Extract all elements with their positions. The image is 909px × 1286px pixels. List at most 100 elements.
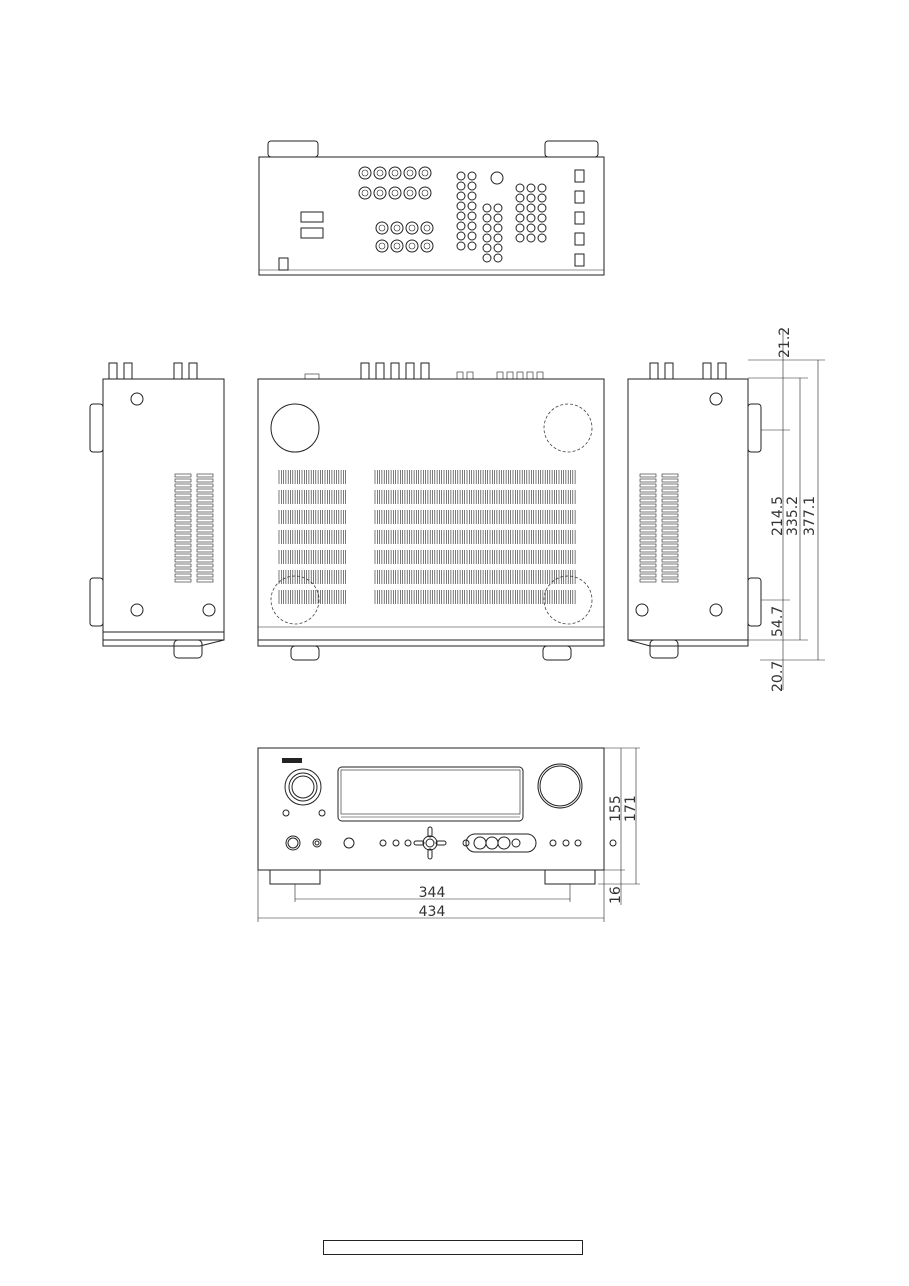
- rca-jack: [405, 221, 419, 235]
- vent-slot: [639, 533, 657, 538]
- rca-jack: [467, 231, 477, 241]
- vent-slot: [174, 573, 192, 578]
- rca-jack: [482, 243, 492, 253]
- dim-377-1: 377.1: [802, 496, 818, 536]
- rca-jack: [403, 166, 417, 180]
- vent-slot: [174, 493, 192, 498]
- rca-jack: [493, 213, 503, 223]
- vent-slot: [661, 543, 679, 548]
- vent-slot: [661, 473, 679, 478]
- vent-slot: [174, 533, 192, 538]
- dim-20-7: 20.7: [770, 661, 786, 692]
- vent-slot: [196, 548, 214, 553]
- vent-slot: [661, 488, 679, 493]
- front-dimensions: 344 434 155 171 16: [257, 747, 640, 922]
- rca-jack: [388, 166, 402, 180]
- speaker-terminal: [300, 211, 324, 223]
- vent-slot: [174, 543, 192, 548]
- rca-jack: [418, 166, 432, 180]
- vent-slot: [196, 578, 214, 583]
- vent-slot: [661, 533, 679, 538]
- volume-knob: [537, 763, 583, 809]
- vent-slot: [639, 558, 657, 563]
- vent-slot: [661, 558, 679, 563]
- vent-slot: [196, 543, 214, 548]
- vent-slot: [174, 518, 192, 523]
- foot: [269, 869, 321, 885]
- vent-slot: [661, 553, 679, 558]
- vent-slot: [639, 553, 657, 558]
- footer-box: [323, 1240, 583, 1255]
- dim-171: 171: [623, 795, 639, 822]
- front-button: [379, 839, 387, 847]
- brand-logo: [282, 758, 302, 763]
- vent-slot: [639, 498, 657, 503]
- rca-jack: [456, 181, 466, 191]
- vent-slot: [661, 538, 679, 543]
- vent-slot: [174, 498, 192, 503]
- rca-jack: [537, 203, 547, 213]
- vent-slot: [639, 493, 657, 498]
- rca-jack: [482, 233, 492, 243]
- rca-jack: [405, 239, 419, 253]
- vent-slot: [196, 563, 214, 568]
- front-button: [562, 839, 570, 847]
- rca-jack: [388, 186, 402, 200]
- foot: [544, 869, 596, 885]
- vent-slot: [174, 508, 192, 513]
- vent-slot: [196, 498, 214, 503]
- vent-slot: [639, 523, 657, 528]
- vent-slot: [174, 513, 192, 518]
- rca-jack: [515, 223, 525, 233]
- rca-jack: [456, 171, 466, 181]
- speaker-terminal: [300, 227, 324, 239]
- front-panel: [257, 747, 605, 871]
- rca-jack: [526, 193, 536, 203]
- rca-jack: [537, 193, 547, 203]
- dim-214-5: 214.5: [770, 496, 786, 536]
- left-side-view: [89, 362, 225, 659]
- rca-jack: [373, 186, 387, 200]
- vent-slot: [196, 503, 214, 508]
- vent-slot: [639, 538, 657, 543]
- vent-slot: [639, 563, 657, 568]
- dim-434: 434: [419, 904, 446, 920]
- vent-slot: [196, 538, 214, 543]
- vent-slot: [661, 523, 679, 528]
- front-button: [392, 839, 400, 847]
- display-window: [337, 766, 524, 822]
- rca-jack: [515, 213, 525, 223]
- vent-slot: [174, 483, 192, 488]
- hdmi-port: [574, 253, 585, 267]
- front-view: [257, 747, 617, 885]
- vent-slot: [196, 483, 214, 488]
- rear-foot: [267, 140, 319, 158]
- rca-jack: [375, 221, 389, 235]
- hdmi-port: [574, 190, 585, 204]
- vent-slot: [196, 568, 214, 573]
- rca-jack: [467, 201, 477, 211]
- input-selector-knob: [284, 768, 322, 806]
- vent-slot: [174, 488, 192, 493]
- hdmi-port: [574, 232, 585, 246]
- rca-jack: [456, 201, 466, 211]
- rear-foot: [544, 140, 599, 158]
- vent-slot: [174, 523, 192, 528]
- rca-jack: [526, 213, 536, 223]
- vent-slot: [661, 493, 679, 498]
- rca-jack: [515, 183, 525, 193]
- top-view: [257, 362, 605, 661]
- vent-slot: [639, 528, 657, 533]
- vent-slot: [196, 518, 214, 523]
- rca-jack: [493, 243, 503, 253]
- side-panel: [102, 378, 225, 641]
- rca-jack: [537, 223, 547, 233]
- vent-slot: [639, 578, 657, 583]
- vent-slot: [196, 523, 214, 528]
- rca-jack: [467, 171, 477, 181]
- vent-slot: [196, 493, 214, 498]
- vent-slot: [661, 573, 679, 578]
- dim-21-2: 21.2: [777, 327, 793, 358]
- rca-jack: [467, 221, 477, 231]
